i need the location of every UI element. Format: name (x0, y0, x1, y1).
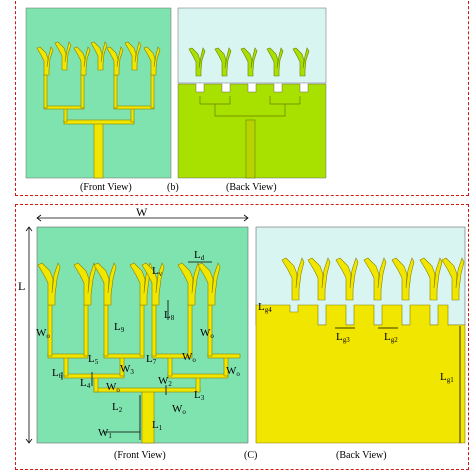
svg-text:L9: L9 (114, 321, 125, 334)
dim-Lg2: L (384, 331, 391, 343)
dim-Lg3: L (336, 331, 343, 343)
svg-text:Wo: Wo (106, 381, 120, 394)
c-dimension-lines (25, 214, 249, 444)
b-panel-label: (b) (167, 182, 179, 193)
dim-L2: L (112, 401, 119, 413)
b-back-lines (199, 96, 301, 117)
c-panel-label: (C) (244, 450, 258, 461)
c-back-ground (255, 304, 466, 444)
dim-Ld: L (194, 249, 201, 261)
svg-text:Wo: Wo (182, 351, 196, 364)
dim-L8: L (164, 309, 171, 321)
svg-text:Lv: Lv (152, 265, 163, 278)
dim-L: L (18, 279, 25, 293)
b-back-antenna (188, 47, 310, 179)
panel-c-frame (15, 204, 469, 470)
c-front-caption: (Front View) (114, 450, 166, 461)
b-back-caption: (Back View) (226, 182, 277, 193)
svg-text:Lg1: Lg1 (440, 371, 454, 384)
dim-L1: L (152, 419, 159, 431)
dim-Wo-low2: W (106, 381, 117, 393)
svg-text:W2: W2 (158, 375, 172, 388)
dim-Lg4: L (258, 301, 265, 313)
svg-text:Wo: Wo (226, 365, 240, 378)
svg-text:Wo: Wo (36, 327, 50, 340)
c-dimension-labels: W L Ld Lv L8 L9 Wo Wo L5 L7 W3 L6 L4 Wo … (18, 205, 454, 440)
svg-text:Lg4: Lg4 (258, 301, 272, 314)
svg-text:L1: L1 (152, 419, 163, 432)
svg-text:Wo: Wo (172, 403, 186, 416)
svg-text:L2: L2 (112, 401, 123, 414)
dim-L6: L (52, 367, 59, 379)
svg-text:Wo: Wo (200, 327, 214, 340)
dim-Wo-low: W (172, 403, 183, 415)
svg-text:L6: L6 (52, 367, 63, 380)
svg-text:L5: L5 (88, 353, 99, 366)
dim-W2: W (158, 375, 169, 387)
svg-text:W3: W3 (120, 363, 134, 376)
svg-text:L3: L3 (194, 389, 205, 402)
dim-Wo-far: W (226, 365, 237, 377)
c-back-dimension-lines (335, 326, 461, 443)
dim-W: W (136, 205, 148, 219)
dim-L5: L (88, 353, 95, 365)
svg-text:Ld: Ld (194, 249, 205, 262)
dim-Lv: L (152, 265, 159, 277)
svg-text:W1: W1 (98, 427, 112, 440)
svg-text:L8: L8 (164, 309, 175, 322)
dim-W3: W (120, 363, 131, 375)
c-front-antenna (37, 262, 241, 444)
dim-Lg1: L (440, 371, 447, 383)
dim-L4: L (80, 377, 87, 389)
c-back-caption: (Back View) (336, 450, 387, 461)
dim-L3: L (194, 389, 201, 401)
svg-text:L7: L7 (146, 353, 157, 366)
b-front-caption: (Front View) (80, 182, 132, 193)
dim-Wo-right: W (200, 327, 211, 339)
dim-W1: W (98, 427, 109, 439)
dim-Wo-left: W (36, 327, 47, 339)
panel-b-frame (15, 0, 469, 196)
dim-L7: L (146, 353, 153, 365)
svg-text:L4: L4 (80, 377, 91, 390)
svg-text:Lg3: Lg3 (336, 331, 350, 344)
dim-Wo-mid: W (182, 351, 193, 363)
dim-L9: L (114, 321, 121, 333)
b-front-antenna (36, 41, 161, 179)
svg-text:Lg2: Lg2 (384, 331, 398, 344)
